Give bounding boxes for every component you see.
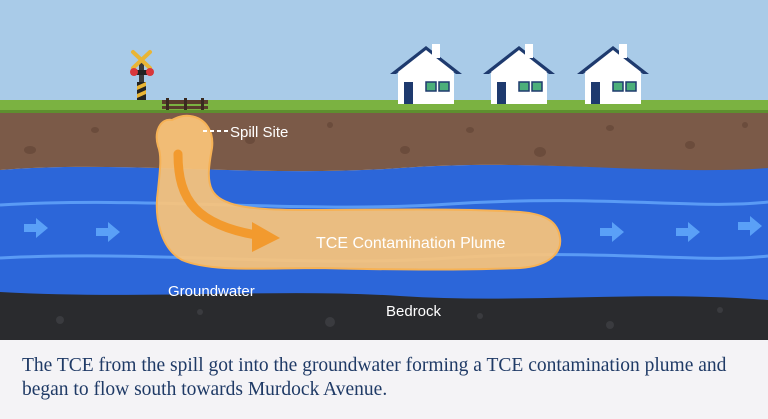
plume-label: TCE Contamination Plume xyxy=(316,235,506,252)
house-icon xyxy=(390,44,649,104)
spill-site-tracks xyxy=(162,98,208,110)
bedrock-pebbles xyxy=(56,307,723,329)
flow-arrow-icon xyxy=(24,216,762,242)
groundwater-label: Groundwater xyxy=(168,283,255,300)
contamination-diagram: Spill Site TCE Contamination Plume Groun… xyxy=(0,0,768,340)
plume-direction-arrow xyxy=(173,149,267,241)
railroad-crossing-icon xyxy=(130,50,154,100)
bedrock-label: Bedrock xyxy=(386,303,442,320)
grass-edge xyxy=(0,110,768,113)
caption-text: The TCE from the spill got into the grou… xyxy=(22,355,727,400)
soil-layer xyxy=(0,110,768,172)
sky xyxy=(0,0,768,106)
tce-contamination-plume xyxy=(155,114,562,271)
soil-pebbles xyxy=(24,122,748,157)
spill-site-label: Spill Site xyxy=(230,124,288,141)
